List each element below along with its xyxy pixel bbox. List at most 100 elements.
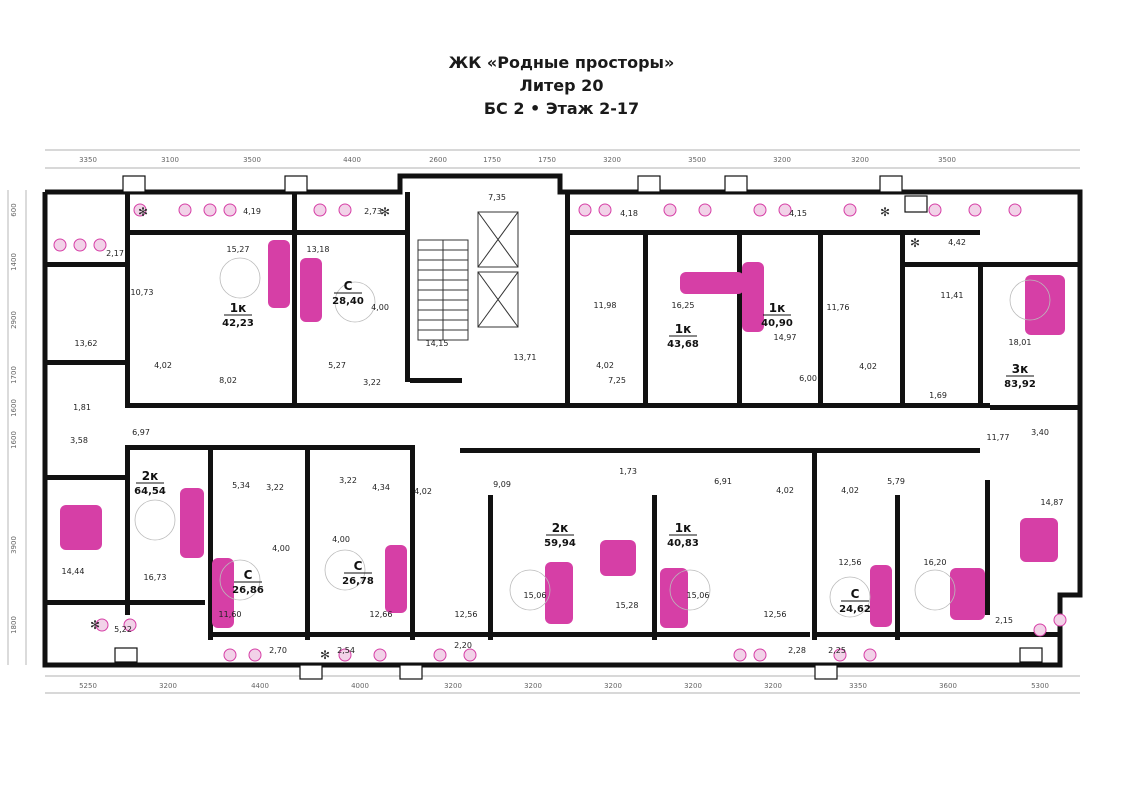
room-area: 2,17	[106, 249, 124, 258]
room-area: 16,25	[672, 301, 695, 310]
room-area: 11,98	[594, 301, 617, 310]
room-area: 5,79	[887, 477, 905, 486]
sofa-icon	[870, 565, 892, 627]
room-area: 6,91	[714, 477, 732, 486]
dimension-label-bottom: 3200	[684, 682, 702, 690]
plan-title-line-1: ЖК «Родные просторы»	[448, 53, 675, 72]
apartment-labels: 1к42,23С28,401к43,681к40,903к83,922к64,5…	[134, 279, 1036, 615]
chair-icon	[178, 203, 192, 217]
chair-icon	[698, 203, 712, 217]
sofa-icon	[180, 488, 204, 558]
room-area: 4,00	[272, 544, 290, 553]
dimension-label-top: 4400	[343, 156, 361, 164]
chair-icon	[133, 203, 147, 217]
apartment-total-area: 26,86	[232, 585, 264, 596]
dimension-label-bottom: 3200	[524, 682, 542, 690]
rug-icon	[219, 257, 261, 299]
dimension-label-top: 3200	[851, 156, 869, 164]
rug-icon	[219, 559, 261, 601]
chair-icon	[433, 648, 447, 662]
sofa-icon	[60, 505, 102, 550]
dimension-label-left: 2900	[10, 311, 18, 329]
dimension-label-left: 3900	[10, 536, 18, 554]
room-area: 15,28	[616, 601, 639, 610]
chair-icon	[203, 203, 217, 217]
apartment-total-area: 40,83	[667, 538, 699, 549]
apartment-type: 1к	[675, 322, 692, 336]
window	[879, 175, 903, 193]
rug-icon	[914, 569, 956, 611]
room-area: 18,01	[1009, 338, 1032, 347]
plan-title-line-3: БС 2 • Этаж 2-17	[483, 99, 640, 118]
dimension-label-top: 1750	[538, 156, 556, 164]
window	[814, 664, 838, 680]
outer-walls	[42, 173, 1083, 668]
window	[724, 175, 748, 193]
room-area: 2,20	[454, 641, 472, 650]
room-area: 11,77	[987, 433, 1010, 442]
room-area: 4,02	[841, 486, 859, 495]
chair-icon	[248, 648, 262, 662]
room-area: 8,02	[219, 376, 237, 385]
room-area: 1,69	[929, 391, 947, 400]
room-area: 15,27	[227, 245, 250, 254]
chair-icon	[843, 203, 857, 217]
dimension-label-left: 1800	[10, 616, 18, 634]
chair-icon	[73, 238, 87, 252]
chair-icon	[663, 203, 677, 217]
dimension-label-bottom: 3200	[159, 682, 177, 690]
dimension-label-bottom: 3200	[444, 682, 462, 690]
room-area: 7,25	[608, 376, 626, 385]
plant-icon: ✻	[138, 205, 148, 219]
chair-icon	[833, 648, 847, 662]
room-area: 2,25	[828, 646, 846, 655]
room-area: 4,18	[620, 209, 638, 218]
chair-icon	[53, 238, 67, 252]
room-area: 16,20	[924, 558, 947, 567]
window	[637, 175, 661, 193]
sofa-icon	[660, 568, 688, 628]
chair-icon	[95, 618, 109, 632]
windows	[114, 175, 1043, 680]
apartment-total-area: 24,62	[839, 604, 871, 615]
room-area: 12,56	[764, 610, 787, 619]
sofa-icon	[268, 240, 290, 308]
room-area: 2,54	[337, 646, 355, 655]
room-area: 12,66	[370, 610, 393, 619]
room-area: 16,73	[144, 573, 167, 582]
apartment-type: 1к	[230, 301, 247, 315]
chair-icon	[733, 648, 747, 662]
dimension-label-top: 3500	[243, 156, 261, 164]
chair-icon	[1008, 203, 1022, 217]
apartment-total-area: 59,94	[544, 538, 576, 549]
room-area: 2,15	[995, 616, 1013, 625]
chair-icon	[223, 648, 237, 662]
dimension-lines	[7, 149, 1080, 694]
sofa-icon	[385, 545, 407, 613]
apartment-type: 3к	[1012, 362, 1029, 376]
room-area: 13,71	[514, 353, 537, 362]
dimension-label-bottom: 5300	[1031, 682, 1049, 690]
rug-icon	[829, 576, 871, 618]
chair-icon	[778, 203, 792, 217]
plant-icon: ✻	[320, 648, 330, 662]
chair-icon	[123, 618, 137, 632]
room-area: 13,62	[75, 339, 98, 348]
chair-icon	[1033, 623, 1047, 637]
room-area: 10,73	[131, 288, 154, 297]
room-area: 4,00	[332, 535, 350, 544]
dimension-label-left: 1600	[10, 431, 18, 449]
rug-icon	[669, 569, 711, 611]
window	[122, 175, 146, 193]
sofa-icon	[680, 272, 744, 294]
room-area: 14,87	[1041, 498, 1064, 507]
interior-walls	[45, 192, 1080, 640]
chair-icon	[598, 203, 612, 217]
rug-icon	[1009, 279, 1051, 321]
dimension-label-bottom: 4400	[251, 682, 269, 690]
